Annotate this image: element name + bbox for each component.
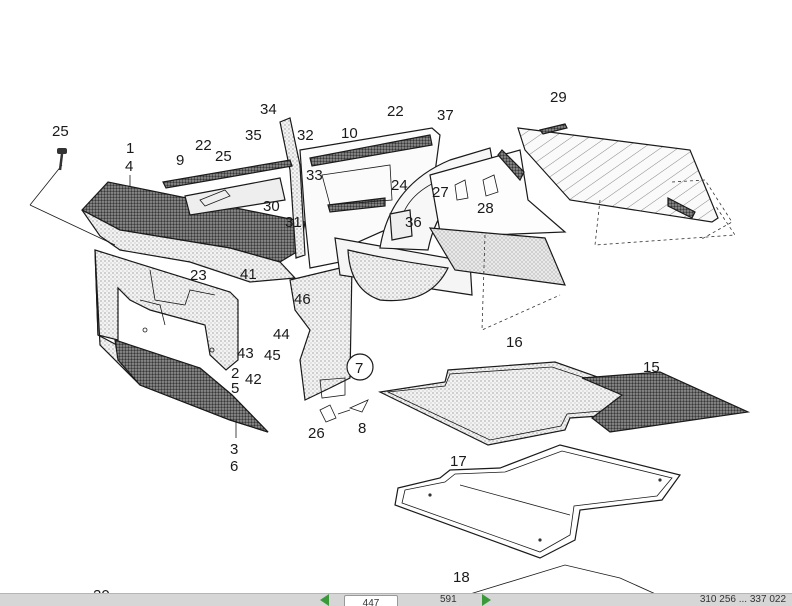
callout-8: 8 [358,420,366,437]
callout-1: 1 [126,140,134,157]
callout-23: 23 [190,267,207,284]
callout-45: 45 [264,347,281,364]
screw-icon [57,148,67,171]
callout-17: 17 [450,453,467,470]
callout-4: 4 [125,158,133,175]
callout-42: 42 [245,371,262,388]
callout-7: 7 [355,360,363,377]
callout-37: 37 [437,107,454,124]
document-number: 310 256 ... 337 022 [699,594,786,605]
callout-36: 36 [405,214,422,231]
page-number-input[interactable] [344,595,398,606]
callout-10: 10 [341,125,358,142]
floor-board-17 [394,444,682,559]
callout-5: 5 [231,380,239,397]
callout-32: 32 [297,127,314,144]
callout-33: 33 [306,167,323,184]
callout-29: 29 [550,89,567,106]
callout-16: 16 [506,334,523,351]
callout-9: 9 [176,152,184,169]
wheel-arch-trim [94,249,239,371]
callout-34: 34 [260,101,277,118]
callout-46: 46 [294,291,311,308]
callout-27: 27 [432,184,449,201]
callout-3: 3 [230,441,238,458]
callout-43: 43 [237,345,254,362]
callout-41: 41 [240,266,257,283]
callout-35: 35 [245,127,262,144]
callout-31: 31 [285,214,302,231]
callout-2: 2 [231,365,239,382]
callout-6: 6 [230,458,238,475]
page-total-count: 591 [440,594,457,605]
callout-24: 24 [391,177,408,194]
callout-25-mid: 25 [215,148,232,165]
callout-18: 18 [453,569,470,586]
callout-7-circle [346,353,374,381]
callout-15: 15 [643,359,660,376]
floor-mat-16 [378,361,642,446]
wheel-arch-carpet [114,339,269,433]
top-strip [162,159,293,189]
callout-26: 26 [308,425,325,442]
callout-22-left: 22 [195,137,212,154]
callout-labels: 25 1 4 9 22 25 34 35 32 10 22 37 29 33 2… [52,89,660,604]
callout-30: 30 [263,198,280,215]
callout-25-left: 25 [52,123,69,140]
previous-page-icon[interactable] [320,594,329,606]
callout-22-right: 22 [387,103,404,120]
floor-mat-15 [581,371,751,433]
callout-28: 28 [477,200,494,217]
next-page-icon[interactable] [482,594,491,606]
callout-44: 44 [273,326,290,343]
pdf-page-navigation-bar: 591 310 256 ... 337 022 [0,593,792,606]
